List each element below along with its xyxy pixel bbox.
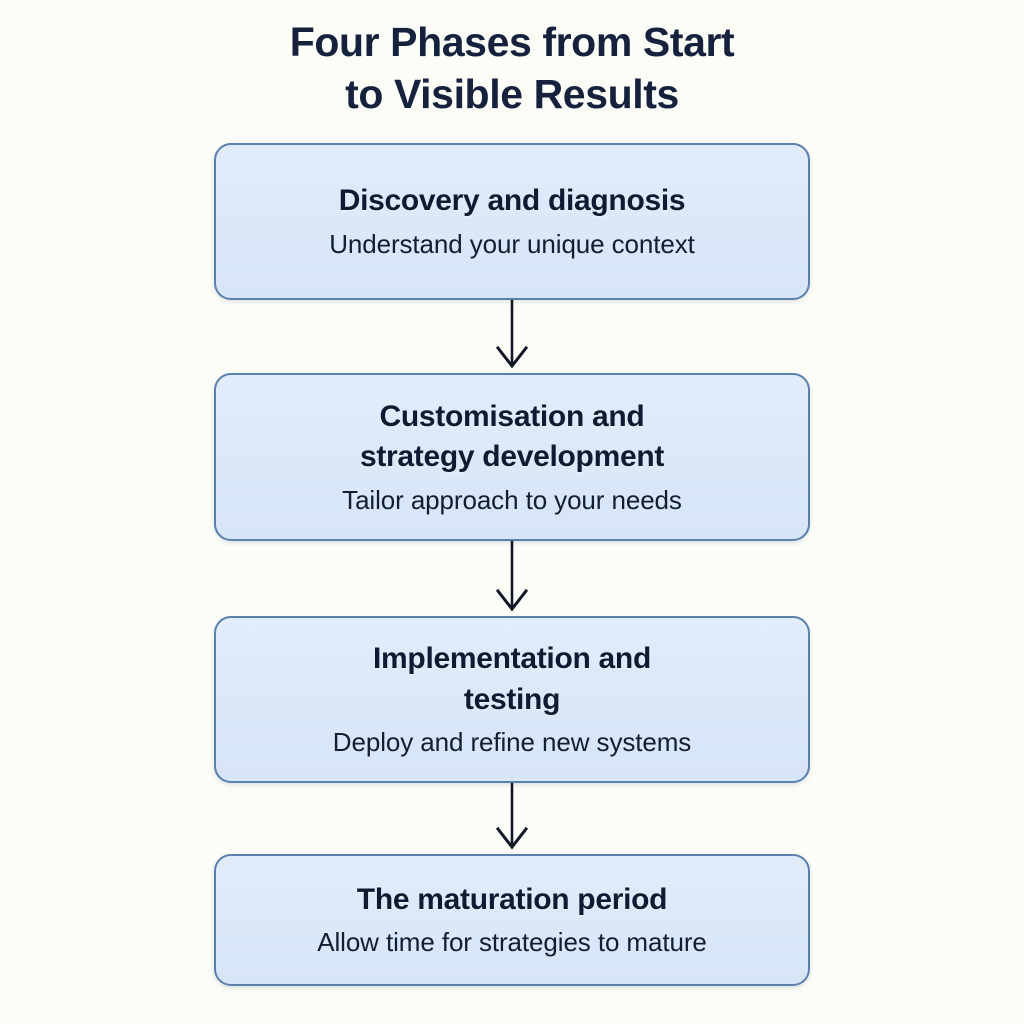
flow-node-title: Customisation and strategy development (359, 399, 665, 474)
flow-node-customisation-and-strategy-development[interactable]: Customisation and strategy development T… (214, 372, 810, 541)
flow-connector-2 (214, 540, 810, 616)
flow-connector-1 (214, 299, 810, 373)
flow-node-the-maturation-period[interactable]: The maturation period Allow time for str… (214, 853, 810, 986)
flow-node-subtitle: Tailor approach to your needs (342, 484, 682, 515)
flow-node-implementation-and-testing[interactable]: Implementation and testing Deploy and re… (214, 615, 810, 783)
flow-connector-3 (214, 782, 810, 854)
flow-node-subtitle: Understand your unique context (329, 228, 695, 259)
page-title: Four Phases from Start to Visible Result… (289, 19, 735, 118)
flow-node-discovery-and-diagnosis[interactable]: Discovery and diagnosis Understand your … (214, 142, 810, 300)
flow-node-title: The maturation period (356, 882, 668, 916)
flow-node-subtitle: Allow time for strategies to mature (317, 927, 707, 958)
flow-node-title: Discovery and diagnosis (338, 184, 686, 218)
arrow-down-icon (492, 540, 532, 616)
flow-node-title: Implementation and testing (373, 642, 651, 716)
flow-node-subtitle: Deploy and refine new systems (332, 727, 692, 758)
arrow-down-icon (492, 782, 532, 854)
arrow-down-icon (492, 299, 532, 373)
flowchart-container: Discovery and diagnosis Understand your … (214, 142, 810, 986)
